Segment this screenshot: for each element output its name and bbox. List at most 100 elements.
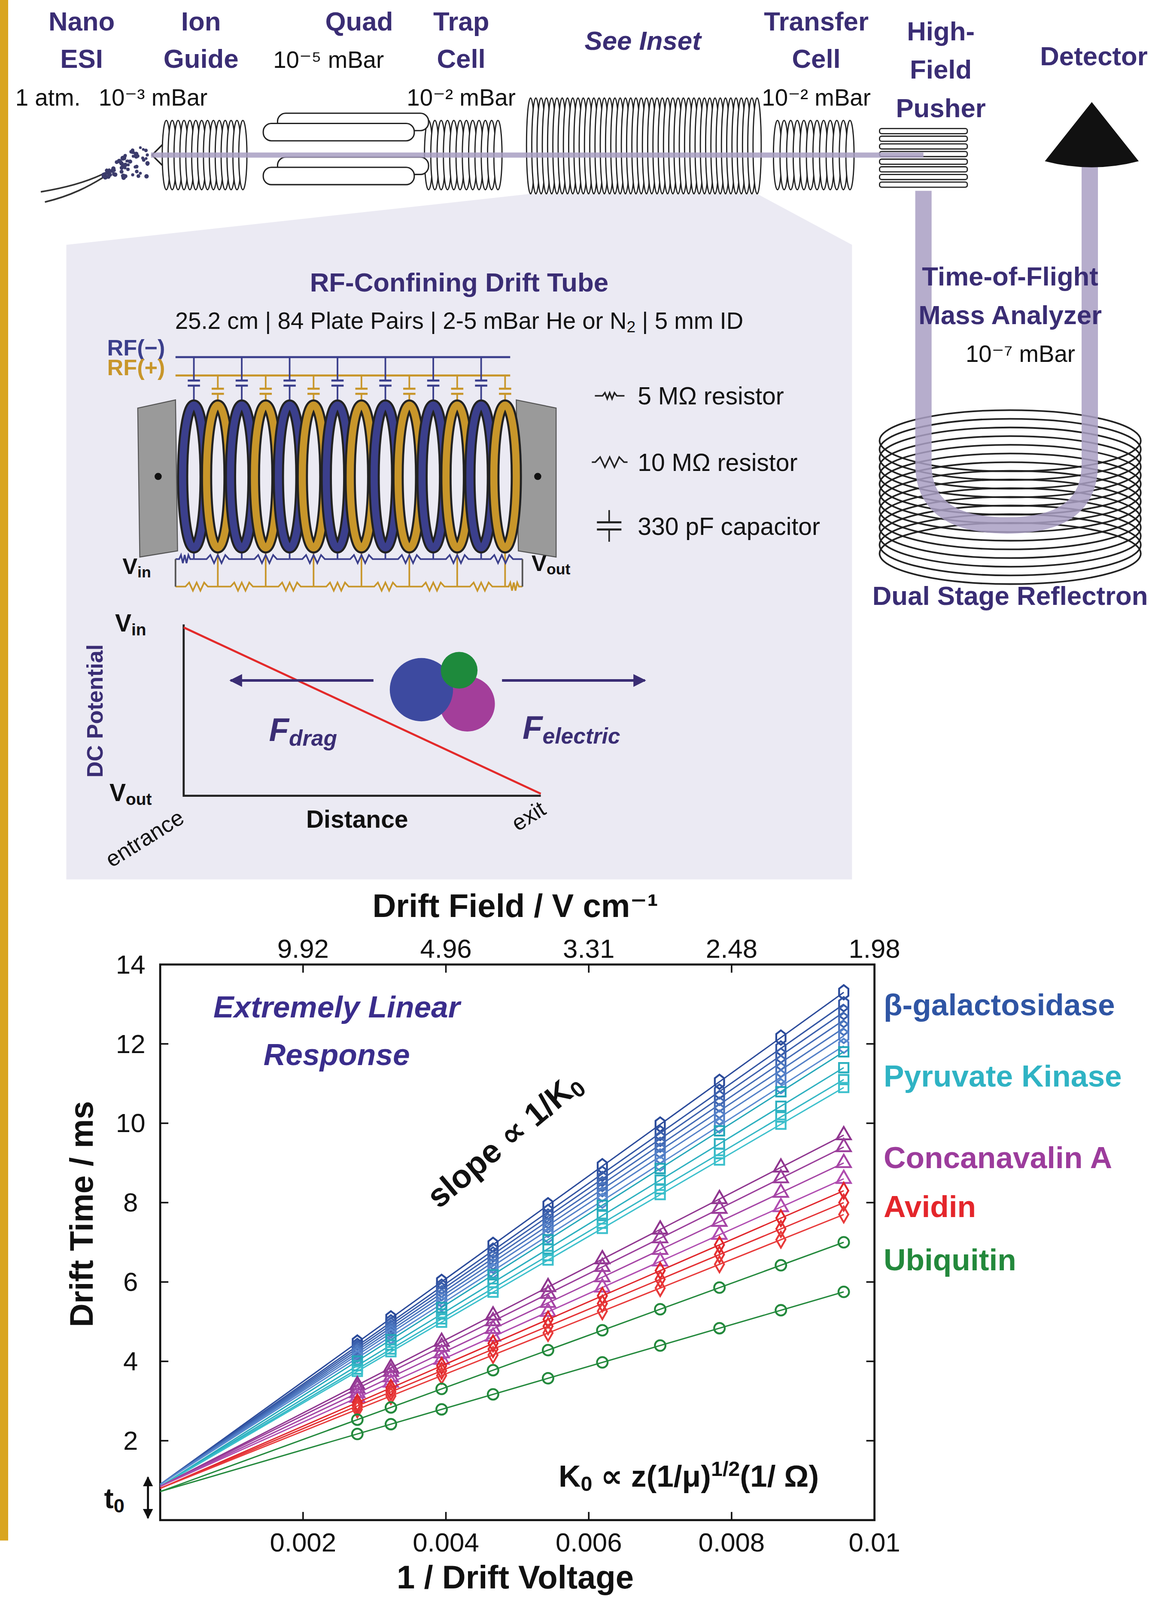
series-label: Avidin xyxy=(883,1188,976,1226)
inset-label: RF(+) xyxy=(107,353,166,381)
potential-plot xyxy=(183,627,542,794)
rf-dc-wiring xyxy=(174,559,177,587)
label-anchor: Dual Stage Reflectron xyxy=(872,580,1149,612)
nano-esi-emitter xyxy=(103,171,107,176)
drift-tube-schematic xyxy=(534,472,542,481)
legend-text: 330 pF capacitor xyxy=(637,511,821,542)
label-anchor: 1.98 xyxy=(848,933,901,965)
data-series xyxy=(773,1170,788,1183)
nano-esi-emitter xyxy=(126,167,130,171)
data-series xyxy=(437,1317,447,1328)
nano-esi-emitter xyxy=(142,148,145,151)
axis-ticks xyxy=(866,1440,875,1442)
nano-esi-emitter xyxy=(112,172,118,177)
instrument-label: Nano ESI xyxy=(48,2,115,78)
data-series xyxy=(775,1260,787,1271)
potential-plot xyxy=(183,624,542,796)
data-series xyxy=(488,1347,498,1364)
rf-dc-wiring xyxy=(211,387,225,390)
data-series xyxy=(773,1184,788,1198)
axis-ticks xyxy=(730,1512,733,1521)
nano-esi-emitter xyxy=(119,169,124,174)
text-run: in xyxy=(137,563,152,581)
pusher-plates xyxy=(879,182,967,188)
data-series xyxy=(654,1303,666,1315)
axis-ticks xyxy=(160,964,875,1521)
label-anchor: t0 xyxy=(103,1481,125,1518)
axis-label: 1.98 xyxy=(848,933,901,965)
legend-item: 5 MΩ resistor xyxy=(637,381,784,411)
data-series xyxy=(714,1148,725,1159)
label-anchor: 12 xyxy=(115,1028,146,1061)
ion-beam xyxy=(923,165,1090,526)
inset-label: exit xyxy=(506,795,551,837)
label-anchor: 9.92 xyxy=(277,933,329,965)
label-anchor: 8 xyxy=(123,1186,138,1219)
label-anchor: 0.002 xyxy=(270,1526,337,1559)
rf-dc-wiring xyxy=(175,582,219,591)
label-anchor: Nano ESI xyxy=(48,2,115,78)
data-series xyxy=(385,1402,397,1414)
instrument-label: 10⁻² mBar xyxy=(761,83,871,113)
axis-label: 0.006 xyxy=(555,1526,623,1559)
edge-stripe xyxy=(0,0,9,1541)
label-anchor: Time-of-Flight Mass Analyzer xyxy=(892,257,1128,335)
data-series xyxy=(160,1214,844,1489)
legend-text: 10 MΩ resistor xyxy=(637,447,798,477)
inset-label: entrance xyxy=(100,804,190,874)
inset-label: Vout xyxy=(109,778,152,810)
data-series xyxy=(543,1325,553,1342)
axis-label: 2.48 xyxy=(705,933,758,965)
rf-dc-wiring xyxy=(355,387,368,390)
label-anchor: 0.01 xyxy=(848,1526,901,1559)
inset-label: Vout xyxy=(531,550,571,579)
data-series xyxy=(714,1282,725,1294)
rf-dc-wiring xyxy=(360,375,363,390)
nano-esi-emitter xyxy=(144,157,148,160)
label-anchor: DC Potential xyxy=(81,644,109,779)
label-anchor: Quad xyxy=(325,5,394,38)
axis-label: 0.008 xyxy=(698,1526,766,1559)
chart-annotation: slope ∝ 1/K0 xyxy=(419,1063,592,1218)
panel-heading: RF-Confining Drift Tube xyxy=(66,265,852,300)
label-anchor: 1 atm. xyxy=(15,83,81,113)
rf-dc-wiring xyxy=(432,357,435,381)
ion-beam xyxy=(151,152,924,158)
data-series xyxy=(352,1428,363,1440)
data-series xyxy=(160,1036,844,1485)
instrument-label: High-Field Pusher xyxy=(895,11,986,128)
axis-ticks xyxy=(160,1202,169,1204)
text-run: 1/2 xyxy=(711,1457,740,1481)
rf-dc-wiring xyxy=(451,387,464,390)
data-series xyxy=(160,992,844,1485)
chart-annotation: t0 xyxy=(103,1481,125,1518)
data-series xyxy=(838,1063,849,1073)
text-run: V xyxy=(109,778,126,807)
data-series xyxy=(436,1383,447,1395)
instrument-label: 10⁻³ mBar xyxy=(98,83,208,113)
instrument-label: See Inset xyxy=(584,24,702,57)
nano-esi-emitter xyxy=(105,169,109,173)
rf-dc-wiring xyxy=(331,379,344,382)
text-run: V xyxy=(115,609,132,638)
drift-rings xyxy=(493,404,517,548)
potential-plot xyxy=(440,652,478,690)
data-series xyxy=(160,1163,844,1487)
label-anchor: Concanavalin A xyxy=(883,1139,1113,1177)
nano-esi-emitter xyxy=(145,153,149,157)
data-series xyxy=(160,1135,844,1487)
axis-ticks xyxy=(445,1512,447,1521)
data-series xyxy=(836,1155,851,1168)
rf-dc-wiring xyxy=(289,555,338,564)
label-anchor: Vout xyxy=(531,550,571,579)
text-run: V xyxy=(122,553,138,579)
rf-dc-wiring xyxy=(288,357,291,381)
rf-dc-wiring xyxy=(409,582,458,591)
instrument-label: Time-of-Flight Mass Analyzer xyxy=(892,257,1128,335)
instrument-label: Ion Guide xyxy=(163,2,239,78)
potential-plot xyxy=(501,679,645,682)
series-label: β-galactosidase xyxy=(883,986,1116,1024)
inset-label: Felectric xyxy=(522,708,621,750)
nano-esi-emitter xyxy=(145,161,150,166)
label-anchor: 10⁻² mBar xyxy=(761,83,871,113)
